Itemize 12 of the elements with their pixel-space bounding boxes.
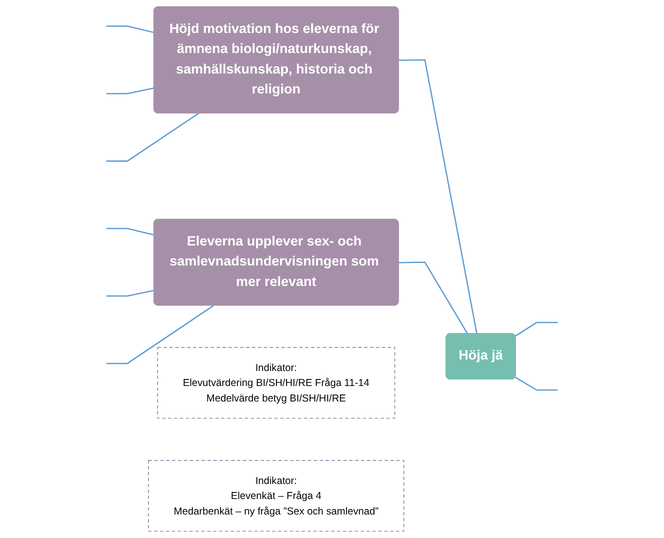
connector: [398, 262, 468, 334]
connector: [515, 322, 558, 337]
connector: [106, 26, 154, 34]
node-box: Indikator: Elevenkät – Fråga 4 Medarbenkät – ny fråga ”Sex och samlevnad”: [148, 460, 404, 532]
connector: [106, 228, 154, 236]
connector: [106, 112, 199, 162]
connector: [106, 290, 154, 297]
node-box: Indikator: Elevutvärdering BI/SH/HI/RE Fråga 11-14 Medelvärde betyg BI/SH/HI/RE: [157, 347, 396, 419]
connector: [515, 376, 558, 391]
connector: [398, 59, 478, 334]
connector: [106, 87, 154, 94]
connector: [106, 305, 214, 364]
